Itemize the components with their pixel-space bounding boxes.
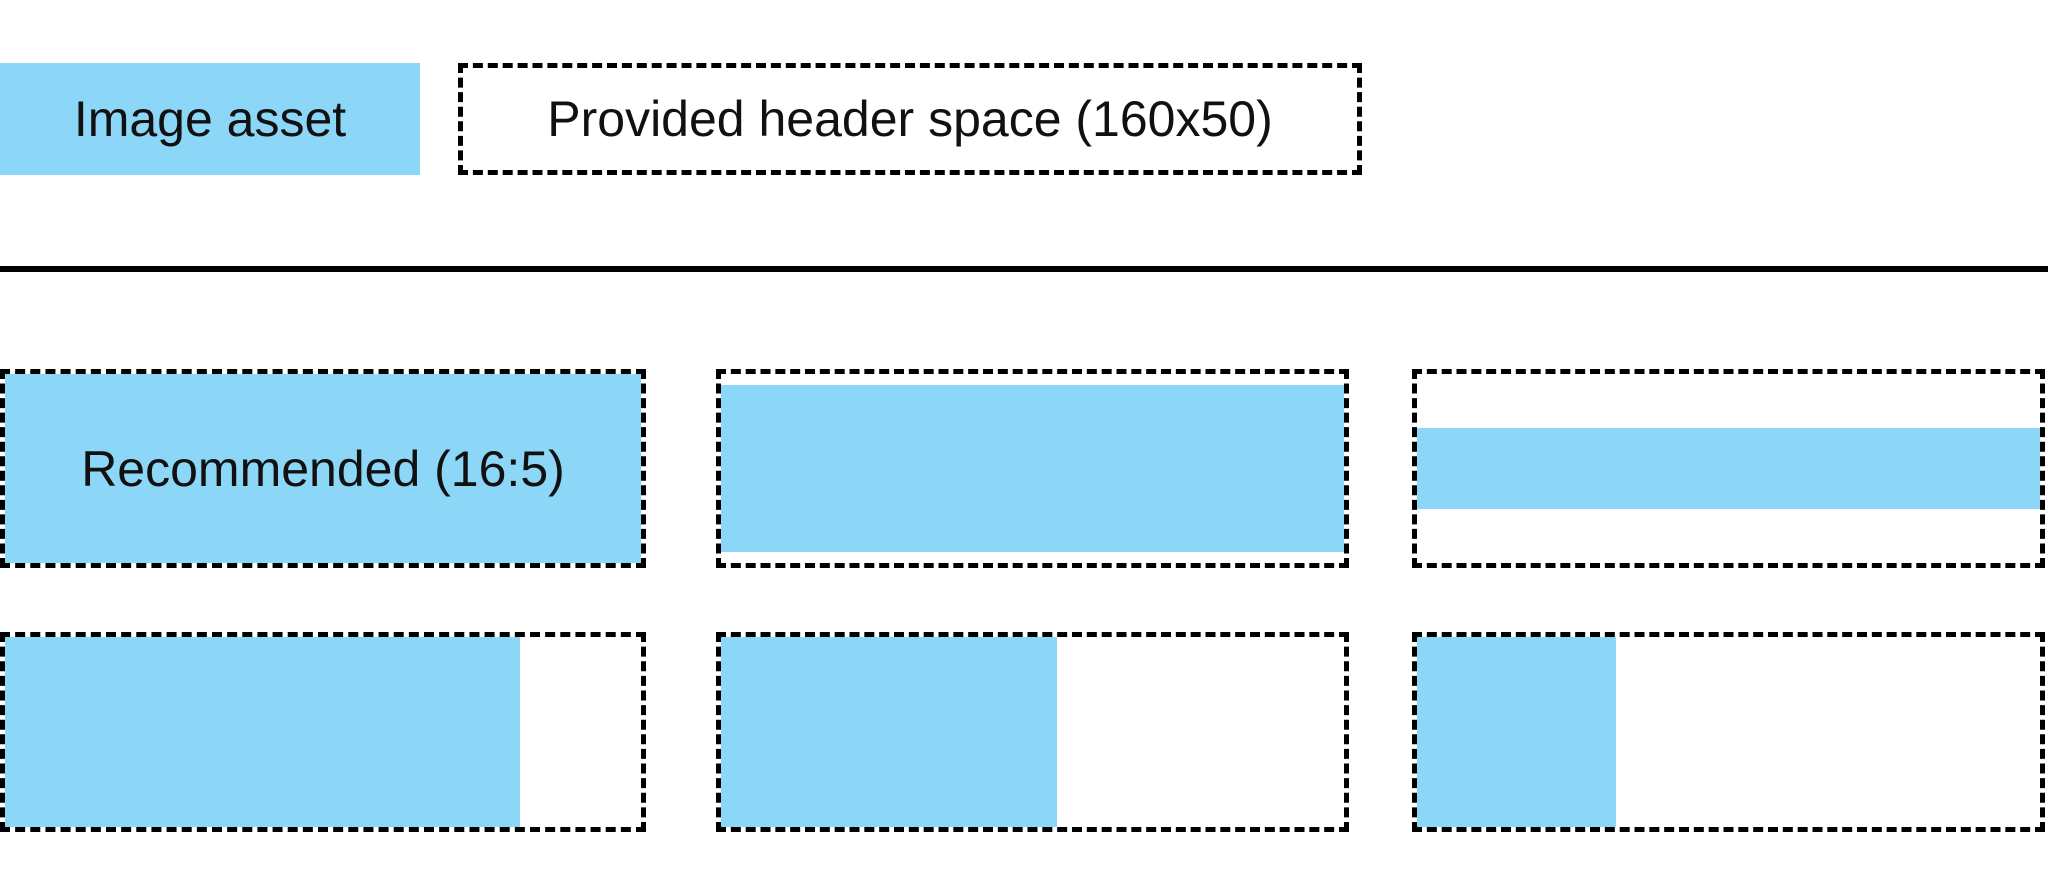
legend-image-asset-swatch: Image asset bbox=[0, 63, 420, 175]
legend-header-space-label: Provided header space (160x50) bbox=[547, 91, 1273, 147]
image-asset-fill bbox=[5, 637, 521, 827]
image-asset-fill bbox=[5, 374, 641, 563]
example-box-tallest-asset bbox=[1412, 632, 2045, 832]
image-asset-fill bbox=[721, 637, 1058, 827]
legend-header-space-box: Provided header space (160x50) bbox=[458, 63, 1362, 175]
section-divider bbox=[0, 266, 2048, 272]
example-box-taller-asset bbox=[716, 632, 1349, 832]
image-asset-fill bbox=[1417, 637, 1617, 827]
example-box-very-wide-asset bbox=[1412, 369, 2045, 568]
image-asset-fill bbox=[721, 385, 1344, 552]
recommended-label-wrap: Recommended (16:5) bbox=[5, 374, 641, 563]
recommended-label: Recommended (16:5) bbox=[81, 440, 565, 497]
example-box-recommended: Recommended (16:5) bbox=[0, 369, 646, 568]
example-box-wide-asset bbox=[716, 369, 1349, 568]
legend-image-asset-label: Image asset bbox=[73, 91, 347, 147]
image-asset-fill bbox=[1417, 427, 2040, 510]
example-box-tall-asset bbox=[0, 632, 646, 832]
